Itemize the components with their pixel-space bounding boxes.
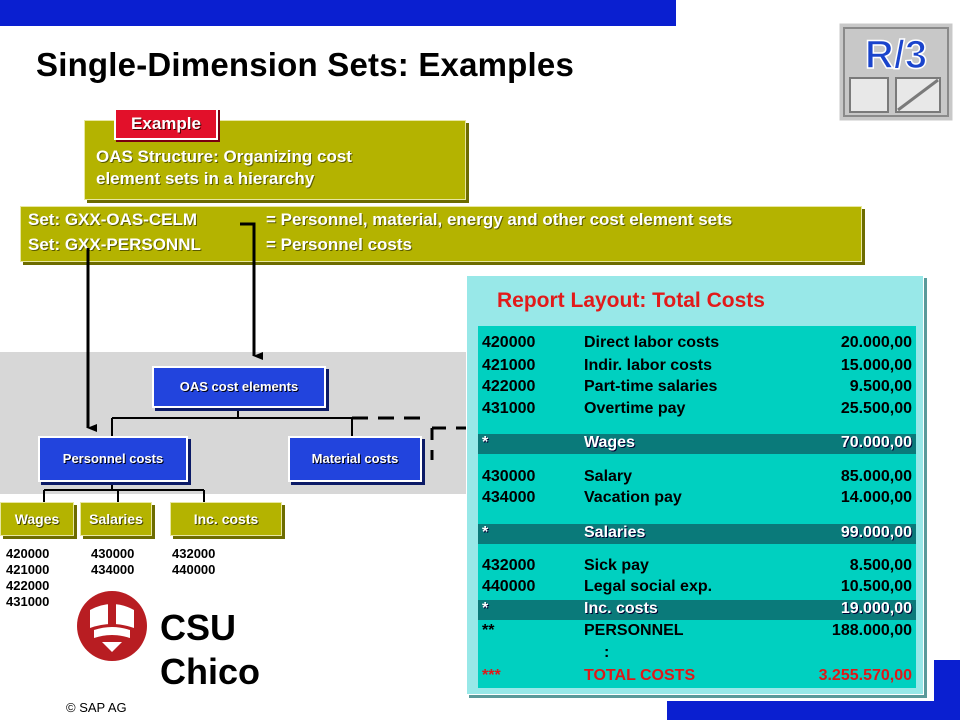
page-title: Single-Dimension Sets: Examples [36,46,575,83]
example-line-2: element sets in a hierarchy [96,169,315,188]
report-amount-cell: 3.255.570,00 [818,667,912,684]
report-amount-cell: 9.500,00 [849,378,912,395]
report-row: 422000 Part-time salaries 9.500,00 [478,378,916,398]
report-description-cell: Indir. labor costs [584,357,713,374]
report-code-cell: 420000 [482,334,536,351]
report-amount-cell: 14.000,00 [840,489,912,506]
report-code-cell: 430000 [482,468,536,485]
cost-element-code: 420000 [6,546,50,561]
report-amount-cell: 10.500,00 [840,578,912,595]
cost-element-code: 422000 [6,578,50,593]
set-personnl-name: Set: GXX-PERSONNL [28,235,201,254]
csu-chico-wordmark: CSU Chico [160,606,260,694]
example-description: OAS Structure: Organizing cost element s… [96,146,456,190]
report-subtotal-row: * Wages 70.000,00 [478,434,916,454]
csu-chico-seal-icon [77,591,147,661]
report-code-cell: * [482,434,489,451]
set-definitions-box [20,206,862,262]
report-description-cell: Salaries [584,524,646,541]
leaf-salaries: Salaries [80,502,152,536]
report-description-cell: TOTAL COSTS [584,667,696,684]
wages-code-list: 420000 421000 422000 431000 [6,546,49,610]
report-amount-cell: 188.000,00 [831,622,912,639]
salaries-code-list: 430000 434000 [91,546,134,578]
cost-element-code: 421000 [6,562,50,577]
cost-element-code: 440000 [172,562,216,577]
bottom-blue-bar-vertical [934,660,960,720]
cost-element-code: 431000 [6,594,50,609]
node-personnel-costs: Personnel costs [38,436,188,482]
report-code-cell: 434000 [482,489,536,506]
report-amount-cell: 99.000,00 [840,524,912,541]
report-row: 431000 Overtime pay 25.500,00 [478,400,916,420]
report-row: *** TOTAL COSTS 3.255.570,00 [478,667,916,687]
node-oas-cost-elements: OAS cost elements [152,366,326,408]
report-row: ** PERSONNEL 188.000,00 [478,622,916,642]
example-tab: Example [114,108,218,140]
csu-label: CSU [160,607,237,648]
leaf-wages: Wages [0,502,74,536]
node-material-costs: Material costs [288,436,422,482]
inc-costs-code-list: 432000 440000 [172,546,215,578]
report-code-cell: 421000 [482,357,536,374]
report-amount-cell: 8.500,00 [849,557,912,574]
report-row: 434000 Vacation pay 14.000,00 [478,489,916,509]
report-code-cell: ** [482,622,495,639]
report-subtotal-row: * Inc. costs 19.000,00 [478,600,916,620]
cost-element-code: 432000 [172,546,216,561]
report-title: Report Layout: Total Costs [497,289,765,312]
report-row: : [478,644,916,664]
report-amount-cell: 20.000,00 [840,334,912,351]
report-amount-cell: 15.000,00 [840,357,912,374]
report-code-cell: * [482,524,489,541]
report-row: 430000 Salary 85.000,00 [478,468,916,488]
report-code-cell: 432000 [482,557,536,574]
report-amount-cell: 25.500,00 [840,400,912,417]
report-description-cell: Wages [584,434,635,451]
set-oas-celm-name: Set: GXX-OAS-CELM [28,210,198,229]
example-line-1: OAS Structure: Organizing cost [96,147,352,166]
report-description-cell: Salary [584,468,633,485]
report-code-cell: 431000 [482,400,536,417]
copyright-notice: © SAP AG [66,700,127,715]
report-table [478,326,916,688]
report-description-cell: : [604,644,610,661]
report-code-cell: *** [482,667,501,684]
cost-element-code: 434000 [91,562,135,577]
report-amount-cell: 85.000,00 [840,468,912,485]
report-code-cell: 422000 [482,378,536,395]
leaf-inc-costs: Inc. costs [170,502,282,536]
chico-label: Chico [160,651,261,692]
report-row: 440000 Legal social exp. 10.500,00 [478,578,916,598]
set-personnl-description: = Personnel costs [266,235,412,254]
bottom-blue-bar [667,701,960,720]
report-description-cell: Direct labor costs [584,334,720,351]
report-code-cell: * [482,600,489,617]
report-description-cell: Inc. costs [584,600,658,617]
report-row: 421000 Indir. labor costs 15.000,00 [478,357,916,377]
r3-logo-icon: R/3 [838,22,954,122]
report-description-cell: Vacation pay [584,489,682,506]
report-row: 420000 Direct labor costs 20.000,00 [478,334,916,354]
report-description-cell: PERSONNEL [584,622,684,639]
set-oas-celm-description: = Personnel, material, energy and other … [266,210,733,229]
report-description-cell: Legal social exp. [584,578,713,595]
report-subtotal-row: * Salaries 99.000,00 [478,524,916,544]
report-description-cell: Sick pay [584,557,649,574]
report-amount-cell: 19.000,00 [840,600,912,617]
top-blue-bar [0,0,676,26]
report-row: 432000 Sick pay 8.500,00 [478,557,916,577]
report-code-cell: 440000 [482,578,536,595]
cost-element-code: 430000 [91,546,135,561]
svg-text:R/3: R/3 [865,33,927,77]
report-description-cell: Part-time salaries [584,378,718,395]
report-description-cell: Overtime pay [584,400,686,417]
report-amount-cell: 70.000,00 [840,434,912,451]
